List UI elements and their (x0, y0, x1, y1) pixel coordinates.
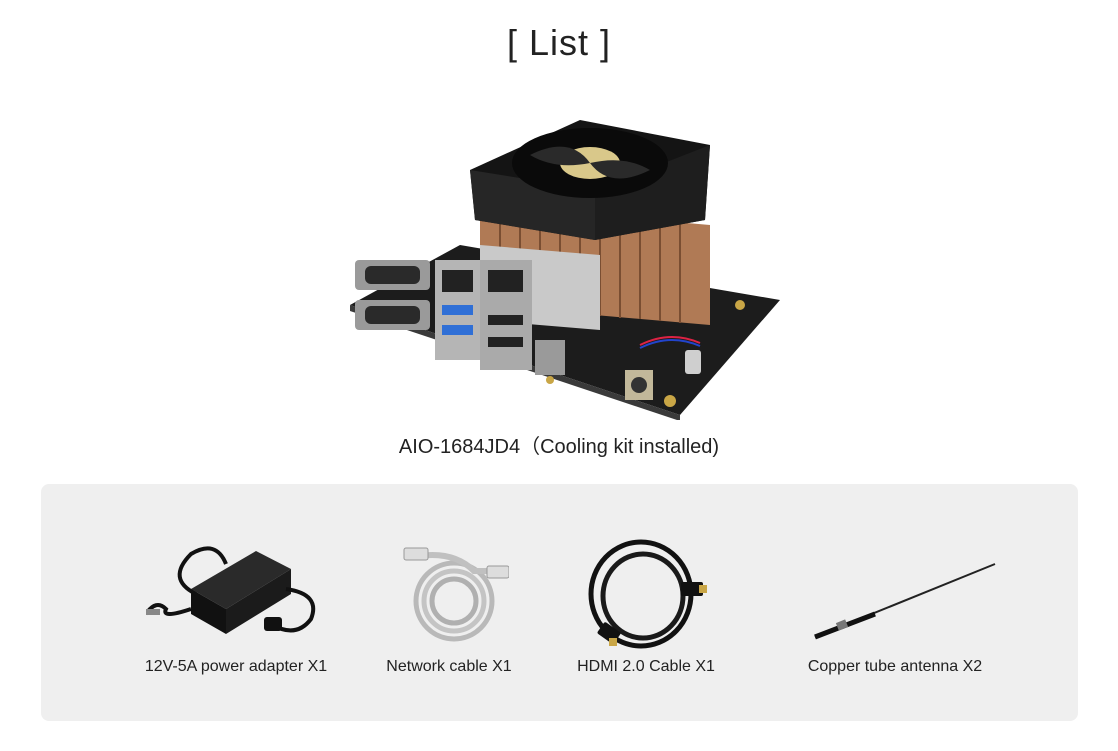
hdmi-cable-icon (588, 539, 707, 649)
antenna-icon (814, 563, 996, 640)
page-title: [ List ] (506, 22, 612, 63)
network-cable-icon (403, 547, 509, 642)
accessory-item-hdmi-cable: HDMI 2.0 Cable X1 (536, 484, 756, 721)
accessory-label: 12V-5A power adapter X1 (144, 658, 328, 675)
accessory-item-antenna: Copper tube antenna X2 (785, 484, 1005, 721)
accessory-item-network-cable: Network cable X1 (339, 484, 559, 721)
board-with-cooler-image (350, 120, 780, 420)
accessory-label: HDMI 2.0 Cable X1 (577, 658, 715, 675)
accessory-panel: 12V-5A power adapter X1 Network cable X1… (41, 484, 1078, 721)
product-caption: AIO-1684JD4（Cooling kit installed) (398, 436, 720, 458)
accessory-label: Copper tube antenna X2 (807, 658, 983, 675)
accessory-label: Network cable X1 (386, 658, 512, 675)
power-adapter-icon (146, 546, 316, 634)
accessory-item-power-adapter: 12V-5A power adapter X1 (126, 484, 346, 721)
